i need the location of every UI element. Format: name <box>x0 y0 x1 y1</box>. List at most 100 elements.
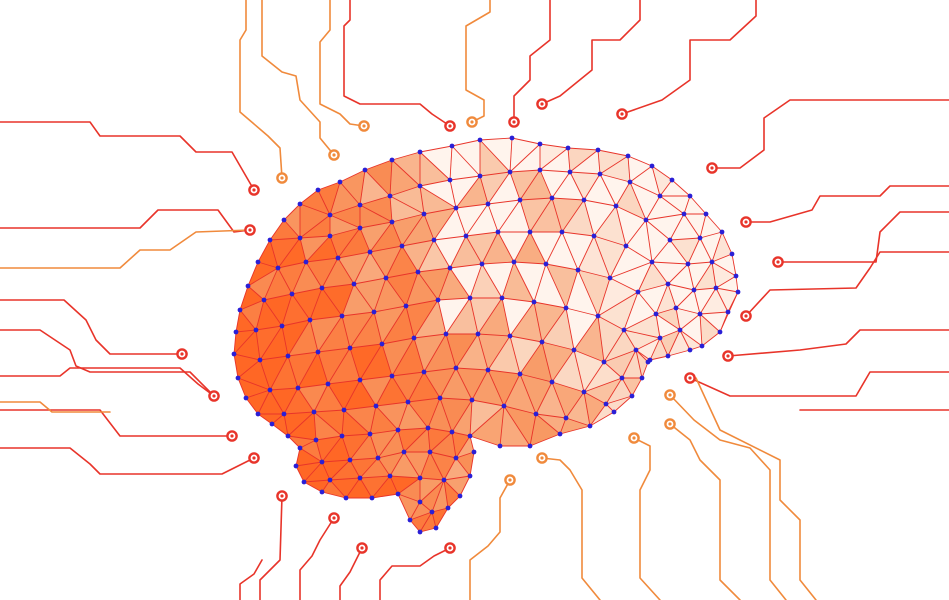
mesh-face <box>716 288 738 312</box>
mesh-face <box>390 196 424 222</box>
mesh-edge <box>705 213 723 233</box>
circuit-trace <box>0 367 215 397</box>
mesh-face <box>284 204 300 238</box>
mesh-face <box>562 232 594 270</box>
mesh-node <box>407 517 413 523</box>
mesh-node <box>281 217 287 223</box>
mesh-face <box>342 434 370 460</box>
mesh-edge <box>299 439 317 449</box>
mesh-node <box>665 281 671 287</box>
mesh-edge <box>381 337 415 345</box>
mesh-face <box>584 392 606 426</box>
mesh-edge <box>675 307 681 331</box>
mesh-node <box>433 525 439 531</box>
mesh-node <box>435 297 441 303</box>
mesh-face <box>296 462 322 482</box>
mesh-face <box>354 252 386 284</box>
mesh-face <box>234 354 260 378</box>
mesh-node <box>319 285 325 291</box>
mesh-edge <box>551 381 567 419</box>
mesh-node <box>687 193 693 199</box>
mesh-face <box>478 298 510 336</box>
mesh-face <box>420 180 456 208</box>
mesh-edge <box>559 417 567 435</box>
mesh-edge <box>349 457 379 461</box>
mesh-node <box>425 425 431 431</box>
mesh-node <box>635 289 641 295</box>
circuit-pad-center <box>632 436 636 440</box>
circuit-pad-center <box>248 228 252 232</box>
mesh-node <box>351 281 357 287</box>
mesh-node <box>327 212 333 218</box>
mesh-face <box>424 368 456 398</box>
mesh-node <box>587 423 593 429</box>
mesh-node <box>237 307 243 313</box>
mesh-edge <box>451 139 481 147</box>
circuit-pad-center <box>360 546 364 550</box>
mesh-node <box>657 335 663 341</box>
mesh-edge <box>443 479 449 509</box>
mesh-edge <box>629 181 647 221</box>
mesh-edge <box>239 309 257 331</box>
mesh-edge <box>239 299 265 311</box>
mesh-edge <box>565 307 575 351</box>
mesh-node <box>559 229 565 235</box>
mesh-edge <box>625 245 653 263</box>
mesh-face <box>350 344 382 380</box>
mesh-face <box>652 166 672 196</box>
mesh-edge <box>583 391 607 405</box>
mesh-node <box>421 211 427 217</box>
mesh-edge <box>533 301 543 343</box>
mesh-edge <box>419 185 425 215</box>
mesh-edge <box>535 381 553 415</box>
mesh-edge <box>675 289 695 309</box>
mesh-edge <box>599 173 631 183</box>
mesh-face <box>540 144 568 170</box>
mesh-edge <box>369 221 393 253</box>
mesh-node <box>325 381 331 387</box>
mesh-edge <box>529 197 553 233</box>
mesh-face <box>386 272 418 306</box>
mesh-edge <box>423 367 457 373</box>
mesh-edge <box>539 169 553 199</box>
mesh-face <box>502 262 534 302</box>
mesh-edge <box>373 305 407 313</box>
mesh-face <box>270 220 300 240</box>
mesh-edge <box>269 389 285 415</box>
mesh-edge <box>287 319 311 357</box>
circuit-trace <box>239 0 283 179</box>
mesh-edge <box>339 169 366 183</box>
mesh-edge <box>329 477 361 481</box>
mesh-face <box>284 412 314 436</box>
mesh-face <box>440 368 472 400</box>
mesh-edge <box>317 315 343 353</box>
mesh-face <box>606 396 632 412</box>
mesh-node <box>623 243 629 249</box>
mesh-face <box>478 334 510 370</box>
mesh-edge <box>641 361 649 379</box>
circuit-trace <box>0 209 251 233</box>
mesh-edge <box>497 199 521 233</box>
mesh-node <box>233 329 239 335</box>
mesh-edge <box>315 439 323 463</box>
mesh-node <box>371 309 377 315</box>
mesh-edge <box>539 169 571 173</box>
mesh-edge <box>439 367 457 399</box>
mesh-face <box>598 150 628 174</box>
mesh-node <box>485 201 491 207</box>
mesh-node <box>543 261 549 267</box>
mesh-edge <box>417 239 435 273</box>
mesh-edge <box>693 287 717 291</box>
mesh-face <box>420 152 450 186</box>
mesh-edge <box>419 479 445 503</box>
brain-mesh-faces <box>234 138 738 532</box>
mesh-edge <box>667 283 695 291</box>
mesh-edge <box>269 239 279 269</box>
mesh-face <box>510 138 540 172</box>
mesh-face <box>680 330 702 350</box>
mesh-edge <box>551 381 585 393</box>
mesh-edge <box>409 501 421 521</box>
mesh-node <box>389 373 395 379</box>
mesh-face <box>344 406 376 434</box>
mesh-face <box>370 246 402 278</box>
